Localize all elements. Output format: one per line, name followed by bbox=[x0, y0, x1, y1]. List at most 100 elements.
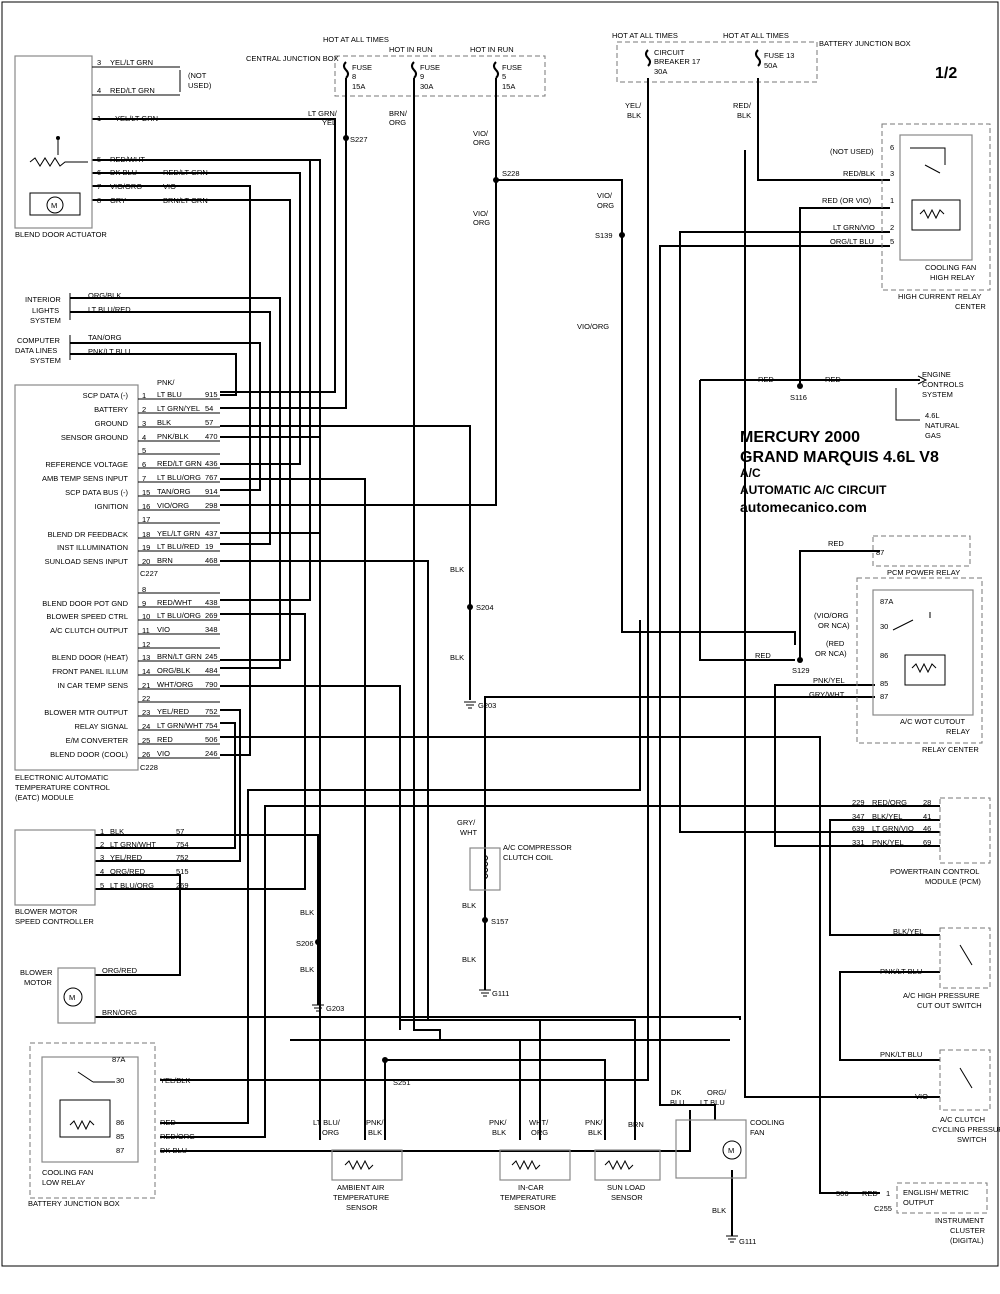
svg-text:PNK/: PNK/ bbox=[585, 1118, 603, 1127]
svg-text:ENGINE: ENGINE bbox=[922, 370, 951, 379]
eatc-pin-number: 19 bbox=[142, 543, 150, 552]
svg-text:NATURAL: NATURAL bbox=[925, 421, 959, 430]
svg-text:C255: C255 bbox=[874, 1204, 892, 1213]
eatc-pin-number: 23 bbox=[142, 708, 150, 717]
svg-text:FUSE: FUSE bbox=[420, 63, 440, 72]
svg-text:INTERIOR: INTERIOR bbox=[25, 295, 61, 304]
pcm-circuit-number: 331 bbox=[852, 838, 865, 847]
svg-text:3: 3 bbox=[97, 58, 101, 67]
eatc-pin-number: 20 bbox=[142, 557, 150, 566]
page-frame bbox=[1, 1, 999, 1267]
svg-text:SWITCH: SWITCH bbox=[957, 1135, 987, 1144]
svg-text:COMPUTER: COMPUTER bbox=[17, 336, 61, 345]
svg-text:YEL/BLK: YEL/BLK bbox=[160, 1076, 190, 1085]
svg-text:85: 85 bbox=[116, 1132, 124, 1141]
blower-wire-color: YEL/RED bbox=[110, 853, 143, 862]
svg-text:SUN LOAD: SUN LOAD bbox=[607, 1183, 646, 1192]
svg-text:FUSE: FUSE bbox=[352, 63, 372, 72]
svg-text:BRN/: BRN/ bbox=[389, 109, 408, 118]
eatc-wire-color: TAN/ORG bbox=[157, 487, 191, 496]
eatc-pin-label: BLOWER MTR OUTPUT bbox=[44, 708, 128, 717]
svg-text:8: 8 bbox=[352, 72, 356, 81]
svg-text:RED/LT GRN: RED/LT GRN bbox=[110, 86, 155, 95]
pcm-pin-number: 46 bbox=[923, 824, 931, 833]
svg-text:RED: RED bbox=[828, 539, 844, 548]
svg-text:A/C CLUTCH: A/C CLUTCH bbox=[940, 1115, 985, 1124]
blower-circuit-number: 269 bbox=[176, 881, 189, 890]
eatc-wire-color: BRN/LT GRN bbox=[157, 652, 202, 661]
svg-text:OUTPUT: OUTPUT bbox=[903, 1198, 934, 1207]
eatc-pin-label: RELAY SIGNAL bbox=[75, 722, 129, 731]
svg-text:YEL/: YEL/ bbox=[625, 101, 642, 110]
blower-pin-number: 2 bbox=[100, 840, 104, 849]
splice-s227 bbox=[343, 135, 349, 141]
pcm-wire-color: LT GRN/VIO bbox=[872, 824, 914, 833]
eatc-wire-color: VIO bbox=[157, 749, 170, 758]
svg-text:(NOT: (NOT bbox=[188, 71, 207, 80]
svg-text:HIGH RELAY: HIGH RELAY bbox=[930, 273, 975, 282]
eatc-circuit-number: 348 bbox=[205, 625, 218, 634]
eatc-pin-label: AMB TEMP SENS INPUT bbox=[42, 474, 128, 483]
ac-high-pressure-cutout-switch: BLK/YEL PNK/LT BLU A/C HIGH PRESSURE CUT… bbox=[880, 927, 991, 1010]
svg-text:PNK/: PNK/ bbox=[489, 1118, 507, 1127]
eatc-wire-color: LT BLU bbox=[157, 390, 182, 399]
svg-text:S157: S157 bbox=[491, 917, 509, 926]
svg-text:SENSOR: SENSOR bbox=[346, 1203, 378, 1212]
svg-text:4: 4 bbox=[97, 86, 101, 95]
pcm-pin-number: 41 bbox=[923, 812, 931, 821]
svg-text:ORG: ORG bbox=[473, 218, 490, 227]
svg-text:RED: RED bbox=[758, 375, 774, 384]
svg-text:GRY/WHT: GRY/WHT bbox=[809, 690, 845, 699]
pcm-wire-color: PNK/YEL bbox=[872, 838, 904, 847]
eatc-wire-color: YEL/RED bbox=[157, 707, 190, 716]
svg-text:LT GRN/VIO: LT GRN/VIO bbox=[833, 223, 875, 232]
interior-lights-system: INTERIOR LIGHTS SYSTEM ORG/BLK LT BLU/RE… bbox=[25, 291, 131, 325]
svg-text:IN-CAR: IN-CAR bbox=[518, 1183, 544, 1192]
svg-text:BLOWER MOTOR: BLOWER MOTOR bbox=[15, 907, 78, 916]
blower-wire-color: BLK bbox=[110, 827, 124, 836]
eatc-wire-color: ORG/BLK bbox=[157, 666, 190, 675]
svg-text:ELECTRONIC AUTOMATIC: ELECTRONIC AUTOMATIC bbox=[15, 773, 109, 782]
svg-text:S116: S116 bbox=[790, 393, 807, 402]
eatc-pin-label: REFERENCE VOLTAGE bbox=[45, 460, 128, 469]
eatc-wire-color: LT GRN/WHT bbox=[157, 721, 203, 730]
sun-load-sensor: PNK/ BLK BRN SUN LOAD SENSOR bbox=[585, 1118, 661, 1202]
eatc-pin-number: 2 bbox=[142, 405, 146, 414]
eatc-pin-label: A/C CLUTCH OUTPUT bbox=[50, 626, 128, 635]
svg-text:30A: 30A bbox=[420, 82, 433, 91]
eatc-pin-number: 4 bbox=[142, 433, 146, 442]
title-circuit: AUTOMATIC A/C CIRCUIT bbox=[740, 483, 887, 497]
eatc-circuit-number: 54 bbox=[205, 404, 213, 413]
svg-text:HOT AT ALL TIMES: HOT AT ALL TIMES bbox=[612, 31, 678, 40]
svg-text:CIRCUIT: CIRCUIT bbox=[654, 48, 685, 57]
engine-controls-system: ENGINE CONTROLS SYSTEM 4.6L NATURAL GAS bbox=[895, 370, 964, 440]
svg-text:S227: S227 bbox=[350, 135, 368, 144]
svg-text:C227: C227 bbox=[140, 569, 158, 578]
eatc-pin-number: 25 bbox=[142, 736, 150, 745]
svg-text:LT GRN/: LT GRN/ bbox=[308, 109, 338, 118]
eatc-pin-number: 9 bbox=[142, 599, 146, 608]
blower-pin-number: 1 bbox=[100, 827, 104, 836]
svg-text:PNK/: PNK/ bbox=[366, 1118, 384, 1127]
svg-text:15A: 15A bbox=[352, 82, 365, 91]
svg-text:YEL/LT GRN: YEL/LT GRN bbox=[110, 58, 153, 67]
eatc-wire-color: RED/WHT bbox=[157, 598, 192, 607]
svg-text:BLK: BLK bbox=[462, 901, 476, 910]
svg-text:ORG: ORG bbox=[322, 1128, 339, 1137]
eatc-pin-number: 11 bbox=[142, 626, 150, 635]
eatc-pin-number: 18 bbox=[142, 530, 150, 539]
eatc-pin-number: 8 bbox=[142, 585, 146, 594]
svg-text:BLK/YEL: BLK/YEL bbox=[893, 927, 923, 936]
svg-text:87A: 87A bbox=[880, 597, 893, 606]
svg-text:M: M bbox=[728, 1146, 734, 1155]
svg-text:2: 2 bbox=[890, 223, 894, 232]
eatc-circuit-number: 245 bbox=[205, 652, 218, 661]
svg-text:87A: 87A bbox=[112, 1055, 125, 1064]
svg-text:S206: S206 bbox=[296, 939, 314, 948]
svg-text:ORG: ORG bbox=[531, 1128, 548, 1137]
svg-text:FUSE 13: FUSE 13 bbox=[764, 51, 794, 60]
eatc-wire-color: LT BLU/ORG bbox=[157, 473, 201, 482]
eatc-module: ELECTRONIC AUTOMATIC TEMPERATURE CONTROL… bbox=[14, 378, 220, 802]
